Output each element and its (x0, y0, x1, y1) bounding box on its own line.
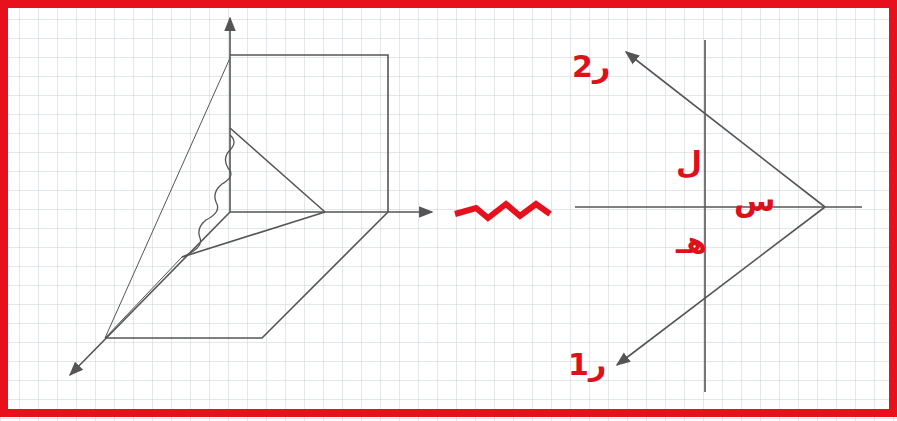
frame (4, 4, 893, 413)
edge-label: س (734, 186, 775, 216)
dihedral-2d (575, 40, 862, 392)
ray-label: ر2 (572, 52, 610, 82)
dihedral-3d (70, 18, 432, 375)
plane-label: هـ (676, 228, 707, 258)
plane-label: ل (676, 148, 702, 178)
equivalent-symbol (455, 204, 550, 218)
ray-label: ر1 (568, 350, 606, 380)
